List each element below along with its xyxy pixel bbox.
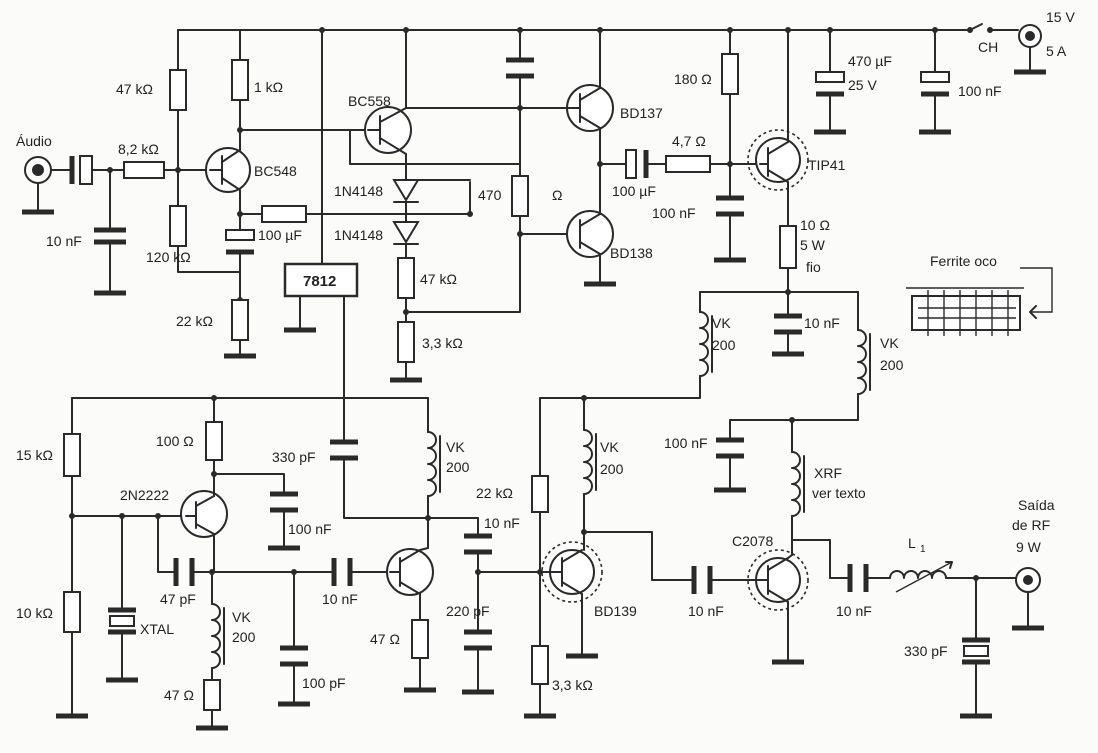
res-10-5w-type-label: fio	[806, 259, 821, 275]
audio-stage	[22, 29, 471, 359]
l1-label: L	[908, 535, 916, 551]
tip41-label: TIP41	[808, 157, 846, 173]
cap-10nf-osc-label: 10 nF	[484, 515, 520, 531]
rf-chokes-upper	[539, 291, 871, 579]
res-180-label: 180 Ω	[674, 71, 712, 87]
xtal-label: XTAL	[140, 621, 174, 637]
cap-10nf-out2-label: 10 nF	[836, 603, 872, 619]
rf-output-power-label: 9 W	[1016, 539, 1042, 555]
res-4-7-label: 4,7 Ω	[672, 133, 706, 149]
supply-caps	[814, 27, 951, 135]
res-8-2k-label: 8,2 kΩ	[118, 141, 159, 157]
bias-stage	[349, 27, 521, 383]
component-labels: 15 V 5 A CH 470 µF 25 V 100 nF 180 Ω 4,7…	[16, 9, 1075, 703]
cap-100nf-osc-label: 100 nF	[288, 521, 332, 537]
vk-e-label: VK	[232, 609, 251, 625]
regulator-7812-label: 7812	[303, 273, 336, 290]
bc548-label: BC548	[254, 163, 297, 179]
cap-100pf-label: 100 pF	[302, 675, 346, 691]
regulator-7812	[283, 27, 359, 441]
cap-10nf-drv-label: 10 nF	[688, 603, 724, 619]
bd137-label: BD137	[620, 105, 663, 121]
cap-100nf-top-label: 100 nF	[958, 83, 1002, 99]
buffer-stage	[330, 397, 549, 695]
modulator-stage	[699, 27, 859, 357]
vk-e-value-label: 200	[232, 629, 256, 645]
c2078-label: C2078	[732, 533, 773, 549]
res-15k-label: 15 kΩ	[16, 447, 53, 463]
xrf-label: XRF	[814, 465, 842, 481]
cap-10nf-buf-label: 10 nF	[322, 591, 358, 607]
bd138-label: BD138	[610, 245, 653, 261]
audio-output-stage	[405, 27, 761, 287]
res-10-5w-label: 10 Ω	[800, 217, 830, 233]
cap-100uf-left-label: 100 µF	[258, 227, 302, 243]
vk-d-value-label: 200	[600, 461, 624, 477]
output-stage	[747, 549, 1044, 719]
cap-470uf-label: 470 µF	[848, 53, 892, 69]
rf-output-label-1: Saída	[1018, 497, 1055, 513]
cap-47pf-label: 47 pF	[160, 591, 196, 607]
l1-subscript-label: 1	[920, 544, 926, 555]
oscillator-stage	[56, 395, 429, 731]
res-3-3k-mid-label: 3,3 kΩ	[422, 335, 463, 351]
xrf-note-label: ver texto	[812, 485, 866, 501]
supply-voltage-label: 15 V	[1046, 9, 1075, 25]
res-22k-top-label: 22 kΩ	[176, 313, 213, 329]
vk-d-label: VK	[600, 439, 619, 455]
vk-c-label: VK	[446, 439, 465, 455]
res-47k-mid-label: 47 kΩ	[420, 271, 457, 287]
supply-current-label: 5 A	[1046, 43, 1067, 59]
diode-1-label: 1N4148	[334, 183, 383, 199]
vk-b-value-label: 200	[880, 357, 904, 373]
switch-label: CH	[978, 39, 998, 55]
res-22k-mid-label: 22 kΩ	[476, 485, 513, 501]
bd139-label: BD139	[594, 603, 637, 619]
rf-output-label-2: de RF	[1012, 517, 1050, 533]
res-100-label: 100 Ω	[156, 433, 194, 449]
cap-330pf-out-label: 330 pF	[904, 643, 948, 659]
res-47-osc-label: 47 Ω	[164, 687, 194, 703]
diode-2-label: 1N4148	[334, 227, 383, 243]
ferrite-label: Ferrite oco	[930, 253, 997, 269]
cap-100nf-low-label: 100 nF	[664, 435, 708, 451]
bc558-label: BC558	[348, 93, 391, 109]
res-47k-left-label: 47 kΩ	[116, 81, 153, 97]
res-120k-label: 120 kΩ	[146, 249, 191, 265]
res-47-buf-label: 47 Ω	[370, 631, 400, 647]
cap-220pf-label: 220 pF	[446, 603, 490, 619]
vk-a-label: VK	[712, 315, 731, 331]
cap-10nf-out1-label: 10 nF	[804, 315, 840, 331]
audio-input-label: Áudio	[16, 133, 52, 149]
res-3-3k-low-label: 3,3 kΩ	[552, 677, 593, 693]
res-1k-label: 1 kΩ	[254, 79, 283, 95]
supply-rail	[177, 23, 1046, 75]
cap-100nf-mid-label: 100 nF	[652, 205, 696, 221]
cap-330pf-label: 330 pF	[272, 449, 316, 465]
res-470-label: 470	[478, 187, 502, 203]
vk-a-value-label: 200	[712, 337, 736, 353]
cap-100uf-mid-label: 100 µF	[612, 183, 656, 199]
2n2222-label: 2N2222	[120, 487, 169, 503]
res-10-5w-power-label: 5 W	[800, 237, 826, 253]
cap-10nf-audio-label: 10 nF	[46, 233, 82, 249]
cap-470uf-voltage-label: 25 V	[848, 77, 877, 93]
driver-stage	[524, 397, 757, 719]
res-470-unit-label: Ω	[552, 187, 562, 203]
ferrite-core-illustration	[906, 267, 1053, 336]
vk-c-value-label: 200	[446, 459, 470, 475]
vk-b-label: VK	[880, 335, 899, 351]
res-10k-label: 10 kΩ	[16, 605, 53, 621]
